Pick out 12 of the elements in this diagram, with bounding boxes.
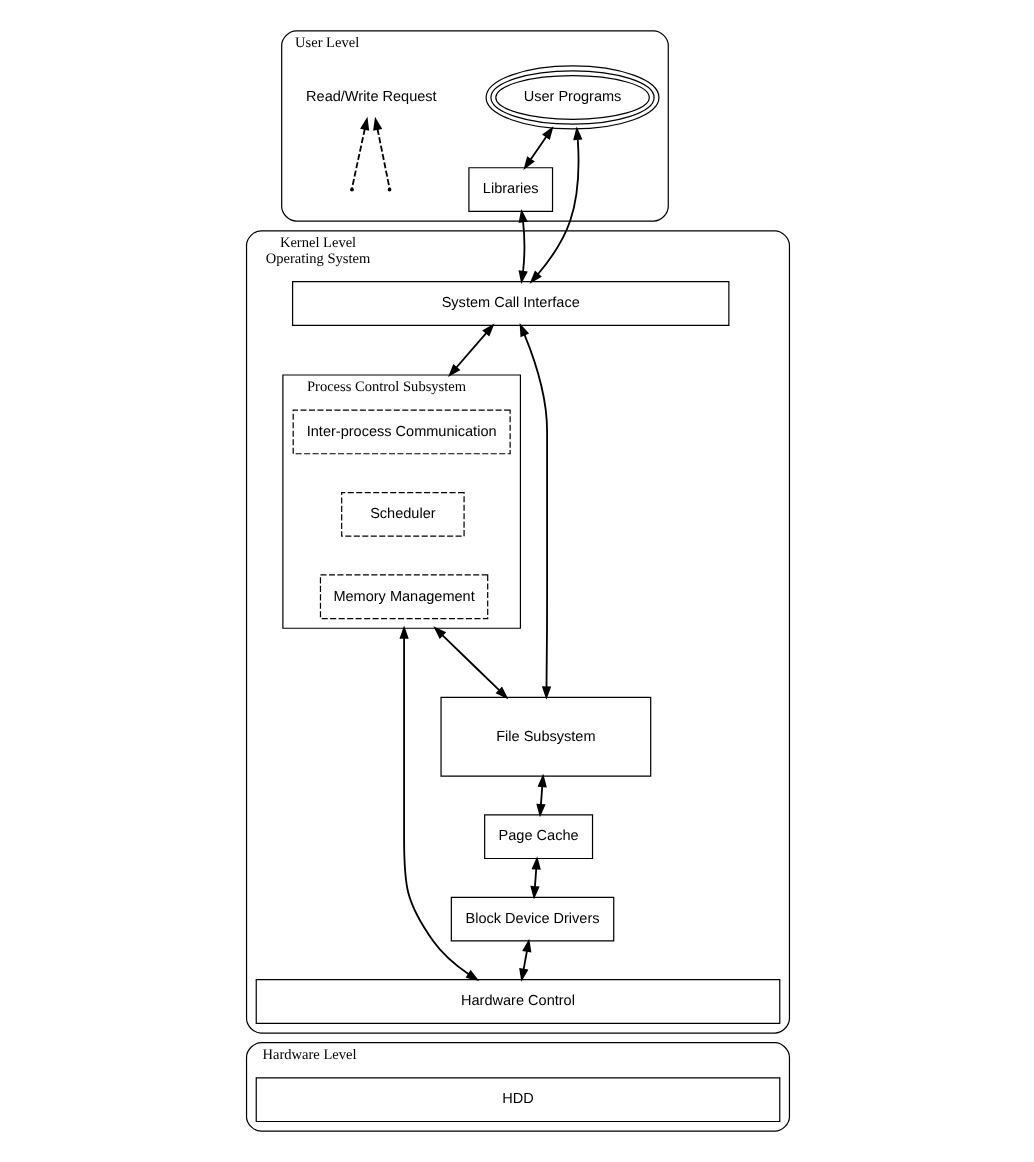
arrow [535, 773, 546, 818]
arrow [432, 626, 508, 700]
arrow [398, 625, 479, 982]
arrow [517, 209, 527, 285]
arrow [518, 323, 551, 700]
arrow [529, 856, 540, 900]
arrow [528, 126, 582, 284]
arrow [522, 126, 553, 170]
arrow [350, 116, 369, 190]
arrow [447, 323, 494, 378]
arrow [372, 116, 390, 190]
arrow [518, 938, 531, 982]
